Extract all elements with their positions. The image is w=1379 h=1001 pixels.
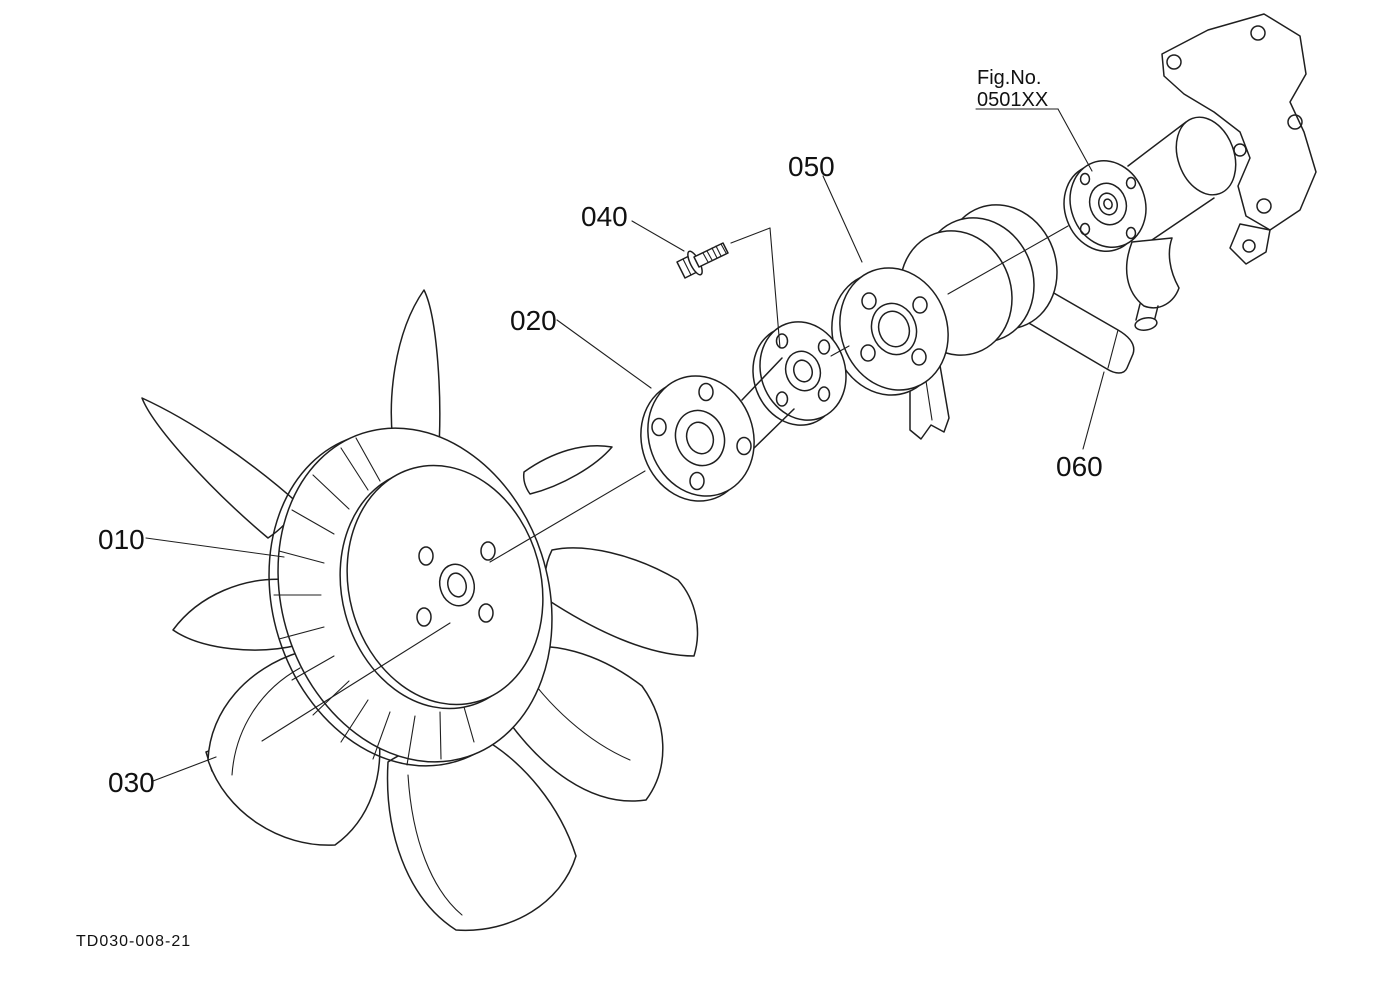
bolt-040 <box>676 242 729 279</box>
pump-shaft-center <box>1103 198 1113 210</box>
callout-040: 040 <box>581 201 628 232</box>
pump-flange-hole <box>1079 172 1091 186</box>
callout-labels: 010 020 030 040 050 060 Fig.No. 0501XX T… <box>76 67 1103 950</box>
coupling-rear-bore <box>792 359 814 383</box>
fan-hub-hole <box>478 603 494 623</box>
pump-flange-hole <box>1125 226 1137 240</box>
figure-ref-label: Fig.No. <box>977 67 1041 89</box>
fan-hub-hole <box>418 546 434 566</box>
plate-hole <box>1233 143 1247 157</box>
callout-030: 030 <box>108 767 155 798</box>
coupling-tube-edge <box>741 357 783 401</box>
pump-body-edge <box>1127 121 1187 167</box>
pump-body-endcap <box>1175 116 1237 196</box>
fan-hub-hole <box>416 607 432 627</box>
pump-outlet-edge <box>1135 303 1141 321</box>
plate-hole <box>1287 114 1303 130</box>
pulley-hub-ring <box>870 302 918 356</box>
pulley-disc-face <box>839 267 949 391</box>
pulley-bolt-hole <box>912 296 928 314</box>
fan-coupling <box>640 321 847 502</box>
coupling-hole <box>775 391 789 407</box>
pump-flange-hole <box>1079 222 1091 236</box>
coupling-hole <box>817 386 831 402</box>
bolt-030-assembly-line <box>261 622 451 742</box>
axis-line-pulley-pump <box>947 225 1069 295</box>
leader-050 <box>822 175 863 263</box>
pump-hub <box>1088 182 1128 226</box>
coupling-hole <box>775 333 789 349</box>
pump-plate-lower-lobe <box>1229 223 1271 265</box>
fan-blade-upper-left <box>141 397 301 539</box>
bolt-040-shank <box>693 242 729 268</box>
coupling-front-hub <box>674 409 726 467</box>
pump-flange-hole <box>1125 176 1137 190</box>
fan-disc-face <box>346 464 544 706</box>
callout-060: 060 <box>1056 451 1103 482</box>
leader-lines <box>145 108 1105 782</box>
callout-020: 020 <box>510 305 557 336</box>
bolt-040-assembly-line <box>769 227 781 349</box>
leader-040 <box>631 220 685 252</box>
plate-hole <box>1256 198 1272 214</box>
pulley-bolt-hole <box>861 292 877 310</box>
leader-030 <box>152 756 217 782</box>
fan-blade-curve-line <box>407 774 463 916</box>
coupling-tube-edge <box>749 408 795 453</box>
leader-060 <box>1082 371 1105 450</box>
bolt-040-thread <box>706 250 713 261</box>
coupling-hole <box>736 436 752 456</box>
drawing-number: TD030-008-21 <box>76 933 191 950</box>
fan-blade-bottom <box>386 737 577 932</box>
axis-line-coupling-pulley <box>830 345 850 357</box>
plate-hole <box>1166 54 1182 70</box>
bolt-040-assembly-line <box>730 227 771 244</box>
leader-010 <box>145 537 285 558</box>
coupling-hole <box>651 417 667 437</box>
fan-hub-hole <box>480 541 496 561</box>
fan-blade-curve-line <box>231 667 301 776</box>
water-pump <box>1063 13 1317 331</box>
coupling-hole <box>698 382 714 402</box>
coupling-front-flange-face <box>647 375 755 497</box>
coupling-front-bore <box>685 421 715 455</box>
fan-blade-right <box>544 547 699 657</box>
callout-050: 050 <box>788 151 835 182</box>
fan-center-bore <box>438 563 476 607</box>
pump-hub-bore <box>1097 192 1119 216</box>
fan-center-bore-inner <box>447 572 467 598</box>
coupling-hole <box>817 339 831 355</box>
belt-end-fold <box>1107 329 1119 369</box>
callout-010: 010 <box>98 524 145 555</box>
coupling-hole <box>689 471 705 491</box>
coupling-rear-hub <box>784 350 822 392</box>
bolt-040-thread <box>711 247 718 259</box>
bolt-040-thread <box>702 252 709 263</box>
coupling-rear-flange-face <box>759 321 847 421</box>
figure-ref-value: 0501XX <box>977 89 1048 111</box>
leader-figure-ref <box>1057 108 1093 172</box>
bolt-040-thread <box>715 245 722 257</box>
bolt-040-thread <box>720 243 727 254</box>
pump-mounting-plate <box>1161 13 1317 231</box>
axis-line-fan-coupling <box>489 470 646 563</box>
fan-drive-pulley <box>831 204 1058 396</box>
pump-lower-housing <box>1125 237 1180 309</box>
leader-020 <box>556 319 652 389</box>
pulley-center-bore <box>877 310 911 348</box>
pump-outlet-end <box>1134 317 1158 331</box>
plate-hole <box>1242 239 1256 253</box>
pulley-bolt-hole <box>911 348 927 366</box>
bolt-040-head-facet <box>682 258 692 276</box>
plate-hole <box>1250 25 1266 41</box>
cooling-fan <box>141 289 699 932</box>
fan-blade-upper-right <box>523 445 613 495</box>
pulley-bolt-hole <box>860 344 876 362</box>
pump-body-edge <box>1145 197 1215 245</box>
